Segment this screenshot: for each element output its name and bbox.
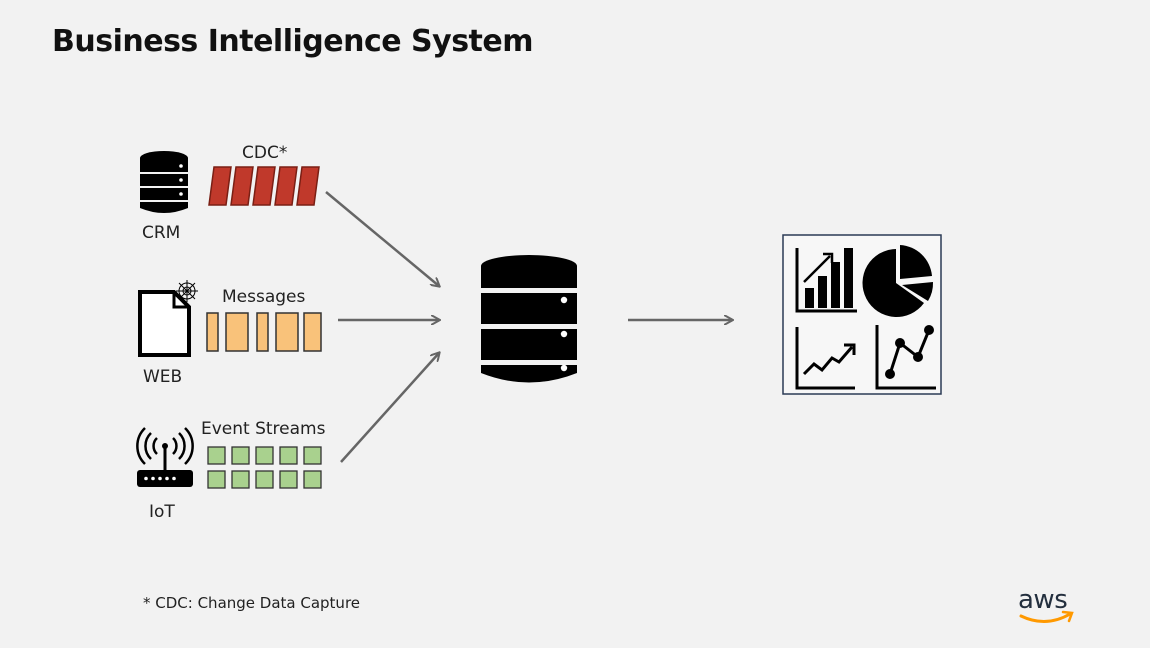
stream-label-event-streams: Event Streams [201, 419, 326, 439]
bar-chart-icon [795, 248, 857, 313]
dashboard-icon [782, 234, 942, 395]
cdc-stream [208, 166, 320, 206]
aws-smile-arrow-icon [1061, 610, 1074, 623]
scatter-chart-icon [875, 325, 936, 390]
source-label-iot: IoT [149, 502, 175, 522]
source-label-web: WEB [143, 367, 183, 387]
stream-label-messages: Messages [222, 287, 306, 307]
arrow-events-to-db [340, 353, 439, 463]
central-database-icon [481, 255, 577, 383]
aws-logo: aws [1018, 585, 1068, 615]
database-icon [140, 151, 188, 213]
source-label-crm: CRM [142, 223, 181, 243]
event-stream [207, 446, 322, 489]
pie-chart-icon [862, 245, 934, 317]
aws-smile-icon [1019, 612, 1072, 623]
line-chart-icon [795, 327, 856, 390]
messages-stream [206, 312, 322, 352]
web-document-icon [138, 280, 198, 357]
footnote: * CDC: Change Data Capture [143, 594, 361, 612]
page-title: Business Intelligence System [52, 24, 534, 59]
stream-label-cdc: CDC* [242, 143, 288, 163]
iot-router-icon [136, 427, 194, 487]
arrow-cdc-to-db [325, 191, 439, 286]
